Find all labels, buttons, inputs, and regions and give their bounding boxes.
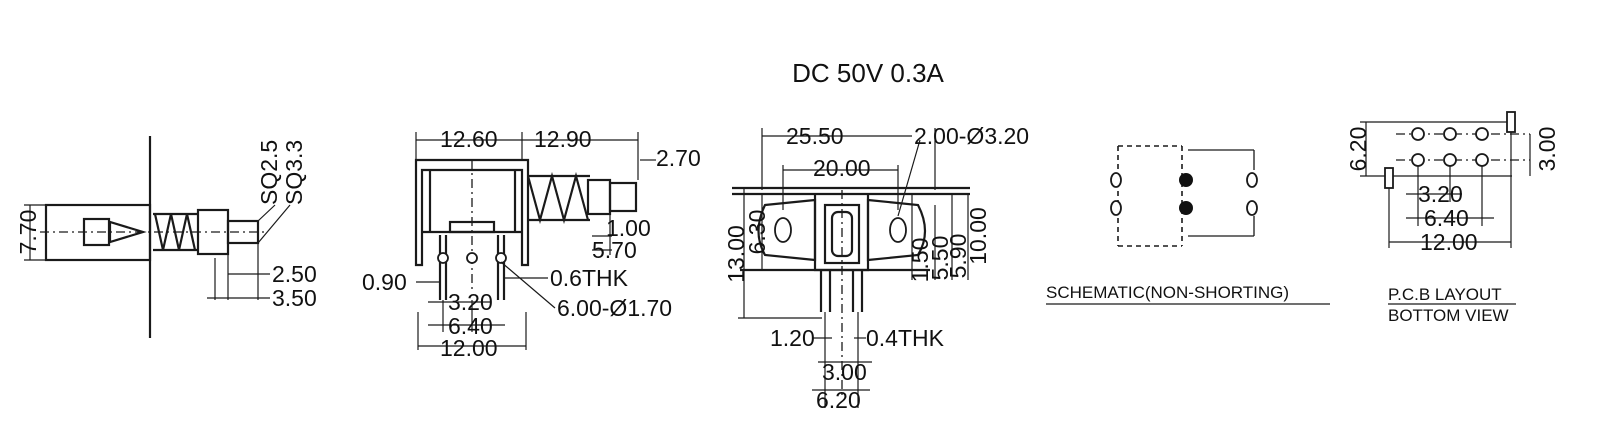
- schematic-contact: [1246, 200, 1258, 216]
- right-mount-hole: [889, 217, 907, 243]
- mount-slot-top: [1506, 111, 1516, 133]
- pcb-pad: [1443, 127, 1457, 141]
- pcb-pad: [1475, 153, 1489, 167]
- bottom-view-caption: BOTTOM VIEW: [1388, 306, 1509, 325]
- spring-coil: [153, 213, 197, 251]
- front-frame: [414, 158, 530, 267]
- sq-a-label: SQ2.5: [256, 140, 282, 205]
- pcb-pad: [1443, 153, 1457, 167]
- schematic-contact: [1110, 172, 1122, 188]
- left-mount-hole: [774, 217, 792, 243]
- col-a-label: 3.20: [1418, 181, 1463, 207]
- len-b-label: 3.50: [272, 285, 317, 311]
- pcb-pad: [1475, 127, 1489, 141]
- plunger-tip: [226, 219, 260, 245]
- pcb-pad: [1411, 127, 1425, 141]
- pcb-layout: 6.20 3.00 3.20 6.40 12.00 P.C.B LAYOUT B…: [1345, 111, 1560, 325]
- schematic-caption: SCHEMATIC(NON-SHORTING): [1046, 283, 1289, 302]
- schematic-common-contact: [1179, 173, 1193, 187]
- height-a-label: 13.00: [723, 225, 749, 283]
- front-view: 12.60 12.90 2.70 1.00 5.70 0.90 0.6THK: [362, 126, 701, 361]
- pin-pitch-a-label: 3.00: [822, 359, 867, 385]
- pin-pitch-b-label: 6.20: [816, 387, 861, 413]
- schematic: SCHEMATIC(NON-SHORTING): [1046, 145, 1330, 305]
- top-view: 25.50 20.00 2.00-Ø3.20 13.00 6.30 1.50 5…: [723, 123, 1029, 413]
- tip-b-label: 5.70: [592, 237, 637, 263]
- top-pin-thk-label: 0.4THK: [866, 325, 945, 351]
- height-b-label: 6.30: [744, 210, 770, 255]
- pin-w-label: 1.20: [770, 325, 815, 351]
- len-a-label: 2.50: [272, 261, 317, 287]
- pitch-c-label: 12.00: [440, 335, 498, 361]
- schematic-contact: [1110, 200, 1122, 216]
- plunger-len-label: 12.90: [534, 126, 592, 152]
- schematic-common-contact: [1179, 201, 1193, 215]
- front-spring-coil: [526, 171, 590, 225]
- h-d-label: 5.50: [927, 236, 953, 281]
- col-c-label: 12.00: [1420, 229, 1478, 255]
- plunger-dia-label: 2.70: [656, 145, 701, 171]
- row-pitch-label: 6.20: [1345, 127, 1371, 172]
- rating-title: DC 50V 0.3A: [792, 58, 944, 88]
- h-f-label: 10.00: [965, 207, 991, 265]
- holes-label: 6.00-Ø1.70: [557, 295, 672, 321]
- pcb-caption: P.C.B LAYOUT: [1388, 285, 1502, 304]
- mount-holes-label: 2.00-Ø3.20: [914, 123, 1029, 149]
- width-b-label: 20.00: [813, 155, 871, 181]
- pitch-a-label: 3.20: [448, 289, 493, 315]
- front-plunger-tip: [608, 181, 638, 213]
- side-view: 7.70 SQ2.5 SQ3.3 2.50 3.50: [15, 136, 317, 338]
- tip-a-label: 1.00: [606, 215, 651, 241]
- pcb-pad: [1411, 153, 1425, 167]
- schematic-contact: [1246, 172, 1258, 188]
- side-height-label: 7.70: [15, 210, 41, 255]
- width-a-label: 25.50: [786, 123, 844, 149]
- h-e-label: 5.90: [945, 234, 971, 279]
- sq-b-label: SQ3.3: [281, 140, 307, 205]
- h-c-label: 1.50: [907, 238, 933, 283]
- right-flange: [866, 198, 927, 262]
- sheet-thk-label: 0.6THK: [550, 265, 629, 291]
- body-width-label: 12.60: [440, 126, 498, 152]
- mount-slot-bottom: [1384, 167, 1394, 189]
- col-b-label: 6.40: [1424, 205, 1469, 231]
- pitch-b-label: 6.40: [448, 313, 493, 339]
- row-gap-label: 3.00: [1534, 127, 1560, 172]
- pin-thk-label: 0.90: [362, 269, 407, 295]
